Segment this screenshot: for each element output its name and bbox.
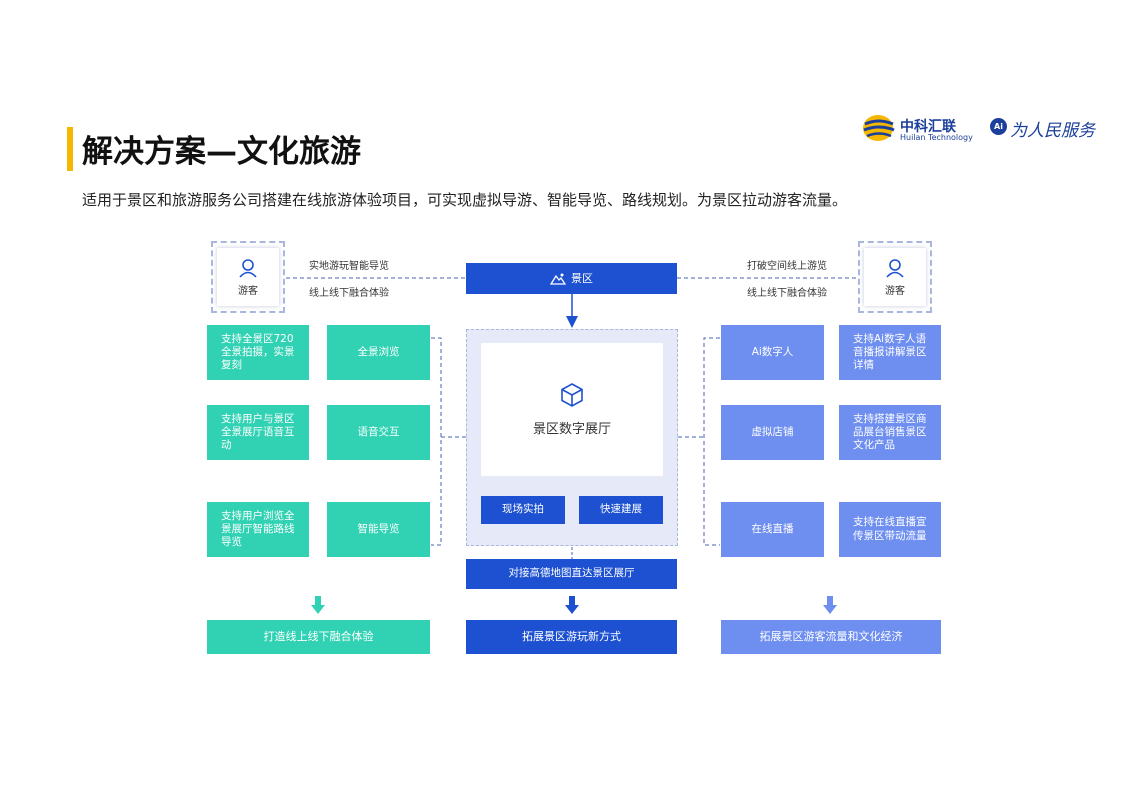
right-description-2: 支持搭建景区商品展台销售景区文化产品 [839, 405, 941, 460]
right-description-3: 支持在线直播宣传景区带动流量 [839, 502, 941, 557]
ai-badge-icon: Ai [990, 118, 1007, 135]
left-line-label-1: 实地游玩智能导览 [309, 261, 389, 272]
right-description-1: 支持Ai数字人语音播报讲解景区详情 [839, 325, 941, 380]
down-arrow-icon [823, 596, 837, 614]
down-arrow-icon [311, 596, 325, 614]
guest-label: 游客 [885, 285, 905, 297]
guest-label: 游客 [238, 285, 258, 297]
live-shooting-button: 现场实拍 [481, 496, 565, 524]
page-title: 解决方案—文化旅游 [82, 134, 361, 170]
cube-icon [561, 383, 583, 407]
right-line-label-2: 线上线下融合体验 [747, 288, 827, 299]
guest-card-left: 游客 [211, 241, 285, 313]
feature-voice-interaction: 语音交互 [327, 405, 430, 460]
result-right: 拓展景区游客流量和文化经济 [721, 620, 941, 654]
digital-hall-label: 景区数字展厅 [532, 422, 611, 437]
page-subtitle: 适用于景区和旅游服务公司搭建在线旅游体验项目，可实现虚拟导游、智能导览、路线规划… [82, 191, 848, 209]
serve-people-logo: 为人民服务 [1010, 121, 1095, 141]
left-description-1: 支持全景区720全景拍摄，实景复刻 [207, 325, 309, 380]
huilan-logo-english: Huilan Technology [900, 133, 973, 142]
mountain-icon [550, 273, 566, 285]
left-line-label-2: 线上线下融合体验 [309, 288, 389, 299]
feature-live-stream: 在线直播 [721, 502, 824, 557]
huilan-logo-icon [863, 115, 895, 141]
left-description-3: 支持用户浏览全景展厅智能路线导览 [207, 502, 309, 557]
feature-ai-avatar: Ai数字人 [721, 325, 824, 380]
quick-build-button: 快速建展 [579, 496, 663, 524]
left-description-2: 支持用户与景区全景展厅语音互动 [207, 405, 309, 460]
result-center: 拓展景区游玩新方式 [466, 620, 677, 654]
user-icon [239, 258, 257, 278]
feature-smart-guide: 智能导览 [327, 502, 430, 557]
scenic-area-box: 景区 [466, 263, 677, 294]
scenic-area-label: 景区 [571, 271, 593, 285]
digital-hall-card: 景区数字展厅 [481, 343, 663, 476]
user-icon [886, 258, 904, 278]
feature-virtual-store: 虚拟店铺 [721, 405, 824, 460]
feature-panorama: 全景浏览 [327, 325, 430, 380]
amap-connect-bar: 对接高德地图直达景区展厅 [466, 559, 677, 589]
right-line-label-1: 打破空间线上游览 [747, 261, 827, 272]
down-arrow-icon [565, 596, 579, 614]
result-left: 打造线上线下融合体验 [207, 620, 430, 654]
huilan-logo-name: 中科汇联 [900, 119, 956, 135]
title-accent-bar [67, 127, 73, 171]
guest-card-right: 游客 [858, 241, 932, 313]
